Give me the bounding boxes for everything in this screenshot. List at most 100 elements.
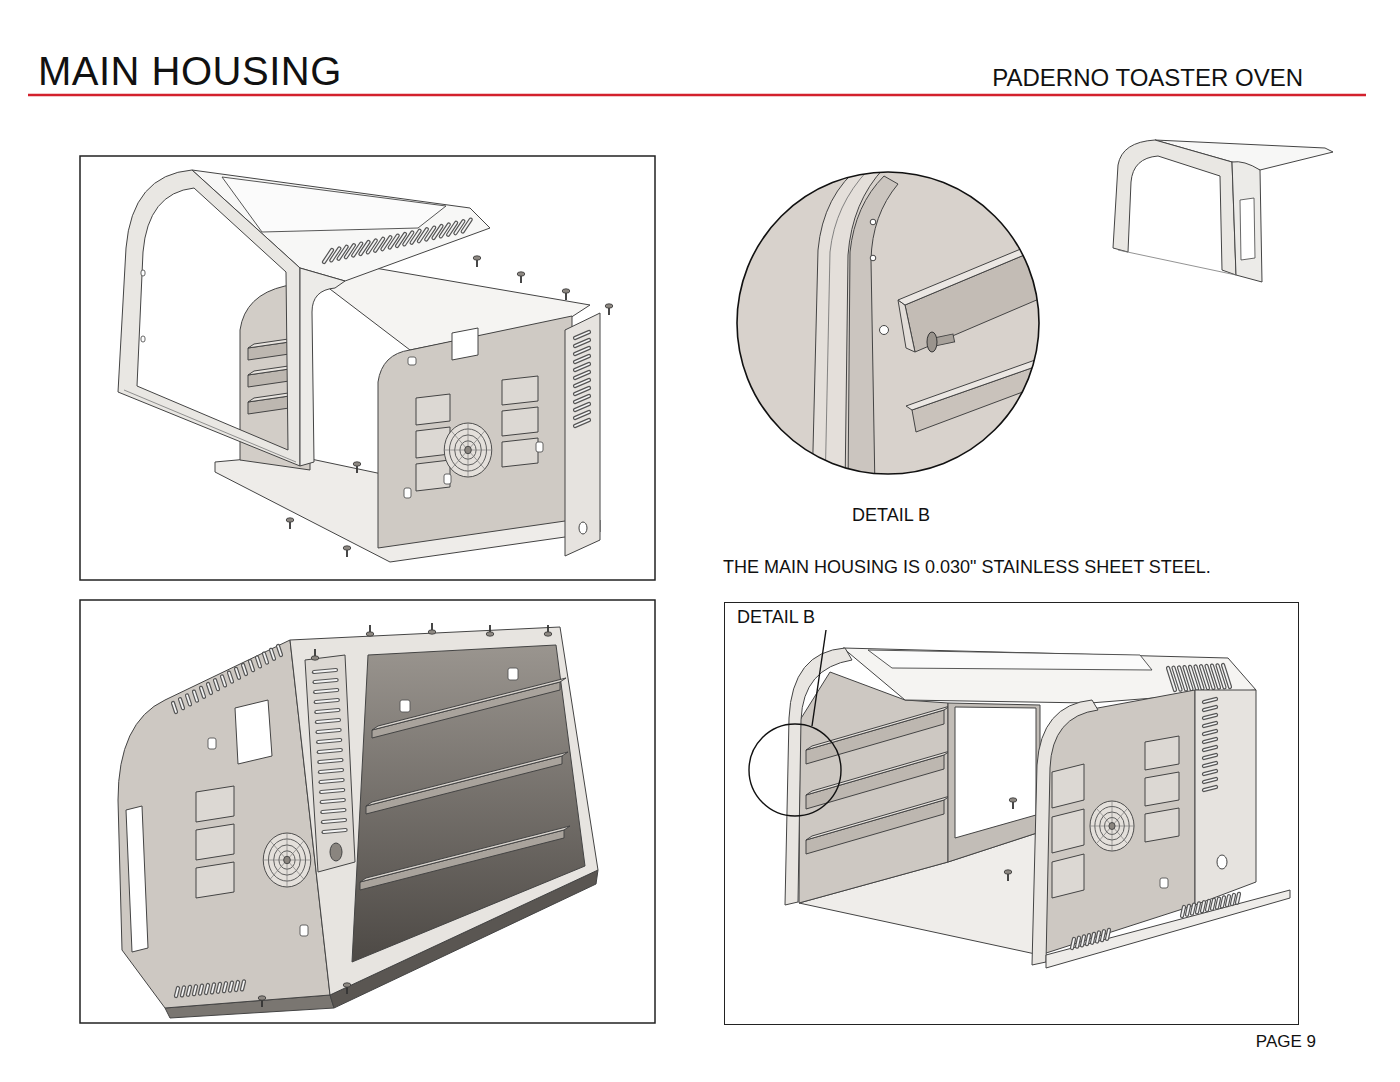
inverted-view-part	[318, 730, 340, 732]
inverted-view-part	[360, 826, 570, 882]
assembled-view-part	[1204, 771, 1216, 774]
assembled-view-part	[1072, 939, 1074, 948]
screw	[343, 546, 351, 557]
detail-illustration-part	[880, 326, 889, 335]
assembled-view-part	[1204, 787, 1216, 790]
assembled-view-part	[1092, 934, 1094, 943]
inverted-view-part	[200, 986, 202, 994]
inverted-view-part	[319, 760, 341, 762]
inverted-view-part	[222, 676, 225, 685]
inverted-view-part	[316, 710, 338, 712]
inverted-view-part	[305, 655, 355, 872]
exploded-view-part	[575, 380, 589, 386]
inverted-view-part	[320, 770, 342, 772]
inverted-view-part	[315, 690, 337, 692]
assembled-view-part	[1204, 739, 1216, 742]
assembled-view-part	[1204, 747, 1216, 750]
assembled-view-part	[1087, 935, 1089, 944]
view-frame	[80, 600, 655, 1023]
inverted-view-part	[212, 984, 214, 992]
screw-part	[1009, 798, 1017, 802]
exploded-view-part	[118, 170, 300, 466]
assembled-view-part	[1082, 936, 1084, 945]
exploded-view-part	[502, 376, 538, 405]
exploded-view-part	[222, 177, 446, 232]
view-frame	[80, 156, 655, 580]
inverted-view-part	[215, 680, 218, 689]
inverted-view-part	[257, 657, 260, 666]
assembled-view-part	[1204, 715, 1216, 718]
assembled-view-part	[1204, 755, 1216, 758]
screw	[473, 256, 481, 267]
assembled-view-part	[1182, 907, 1184, 916]
screw-part	[562, 289, 570, 293]
inverted-view-part	[352, 645, 585, 962]
inverted-view-part	[218, 984, 220, 992]
inverted-view-part	[264, 654, 267, 663]
screw-part	[311, 656, 319, 660]
detail-label: DETAIL B	[734, 607, 818, 628]
inverted-view-part	[206, 985, 208, 993]
assembled-view-part	[1197, 903, 1199, 912]
inverted-view-part	[201, 688, 204, 697]
assembled-view-part	[1077, 938, 1079, 947]
inverted-view-part	[229, 673, 232, 682]
inverted-view-part	[224, 983, 226, 991]
leader-line	[812, 630, 826, 726]
screw-part	[366, 632, 374, 636]
assembled-view-part	[1227, 896, 1229, 905]
inverted-view-part	[242, 981, 244, 989]
assembled-view-part	[1145, 736, 1179, 770]
assembled-view-part	[1107, 930, 1109, 939]
assembled-view-part	[1204, 723, 1216, 726]
exploded-view-part	[141, 270, 145, 276]
inverted-view-part	[372, 682, 560, 738]
assembled-view-part	[1237, 894, 1239, 903]
inverted-view-part	[271, 650, 274, 659]
assembled-view-part	[806, 800, 944, 854]
assembled-view-part	[868, 650, 1152, 670]
inverted-view-part	[278, 646, 281, 655]
detail-label: DETAIL B	[736, 505, 1046, 526]
inverted-view-part	[196, 824, 234, 860]
inverted-view-part	[508, 668, 518, 680]
fan-grille-part	[444, 423, 492, 477]
assembled-view-part	[1102, 931, 1104, 940]
page-number: PAGE 9	[1256, 1032, 1316, 1052]
inverted-view-part	[243, 665, 246, 674]
header-rule	[28, 94, 1366, 97]
inverted-view-part	[316, 700, 338, 702]
detail-illustration-part	[906, 354, 1060, 410]
screw-part	[258, 996, 266, 1000]
inverted-view-part	[188, 987, 190, 995]
assembled-view-part	[1145, 808, 1179, 842]
detail-illustration-part	[898, 300, 915, 352]
exploded-view-part	[444, 474, 451, 484]
exploded-view-part	[463, 220, 471, 232]
inverted-view-part	[230, 983, 232, 991]
screw-part	[428, 630, 436, 634]
inverted-view-part	[319, 760, 341, 762]
inverted-view-part	[180, 699, 183, 708]
inverted-view-part	[290, 627, 598, 995]
inverted-view-part	[314, 670, 336, 672]
assembled-view-part	[1204, 755, 1216, 758]
screw	[353, 462, 361, 473]
inverted-view-part	[236, 982, 238, 990]
exploded-view-part	[575, 412, 589, 418]
assembled-view-part	[1212, 900, 1214, 909]
assembled-view-part	[1145, 772, 1179, 806]
assembled-view-part	[1222, 897, 1224, 906]
inverted-view-part	[222, 676, 225, 685]
exploded-view-part	[575, 388, 589, 394]
inverted-view-part	[360, 830, 564, 890]
inverted-view-part	[200, 986, 202, 994]
fan-grille-part	[1096, 808, 1127, 843]
assembled-view-part	[806, 706, 950, 750]
assembled-view-part	[955, 707, 1036, 838]
inverted-view-part	[182, 987, 184, 995]
fan-grille	[444, 423, 492, 477]
fan-grille-part	[1090, 801, 1134, 851]
